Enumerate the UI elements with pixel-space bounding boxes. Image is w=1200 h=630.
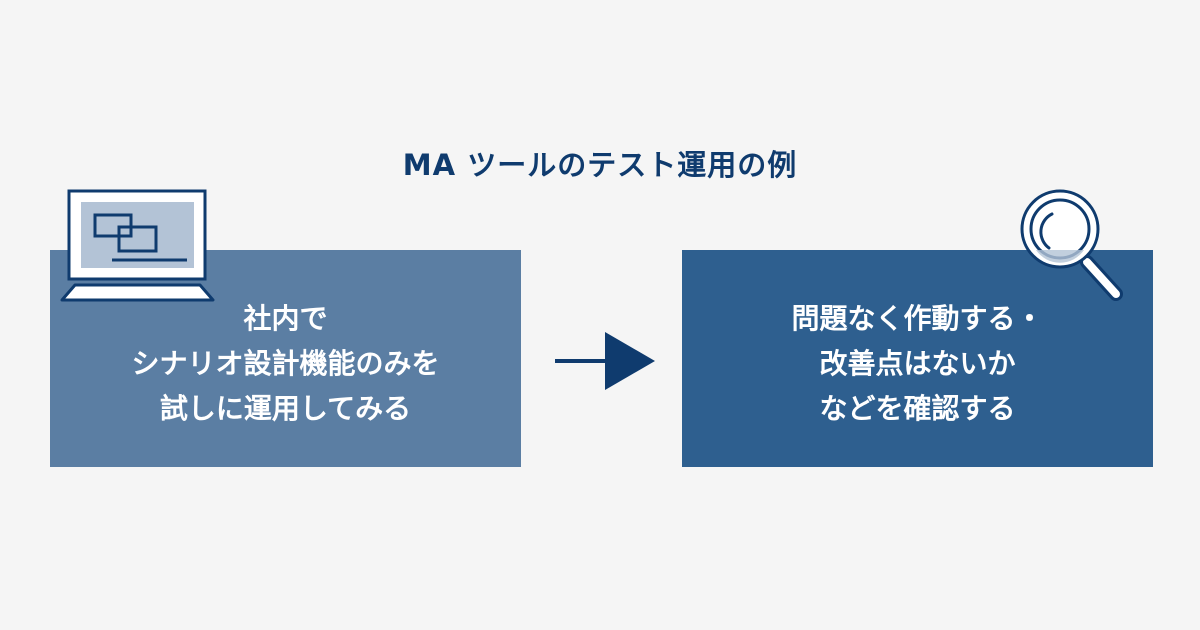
step-text-line: 試しに運用してみる: [159, 392, 412, 425]
diagram-title: MA ツールのテスト運用の例: [402, 148, 798, 182]
step-text-line: シナリオ設計機能のみを: [131, 347, 440, 380]
step-text-line: 改善点はないか: [819, 347, 1016, 380]
arrow-right-icon: [555, 332, 655, 390]
step-text-line: 問題なく作動する・: [791, 302, 1044, 335]
magnifier-icon: [1020, 189, 1123, 301]
step-text-line: などを確認する: [819, 392, 1016, 425]
step-box-check: 問題なく作動する・ 改善点はないか などを確認する: [682, 250, 1153, 467]
step-box-test: 社内で シナリオ設計機能のみを 試しに運用してみる: [50, 250, 521, 467]
step-text-line: 社内で: [243, 302, 328, 335]
laptop-icon: [60, 189, 215, 302]
